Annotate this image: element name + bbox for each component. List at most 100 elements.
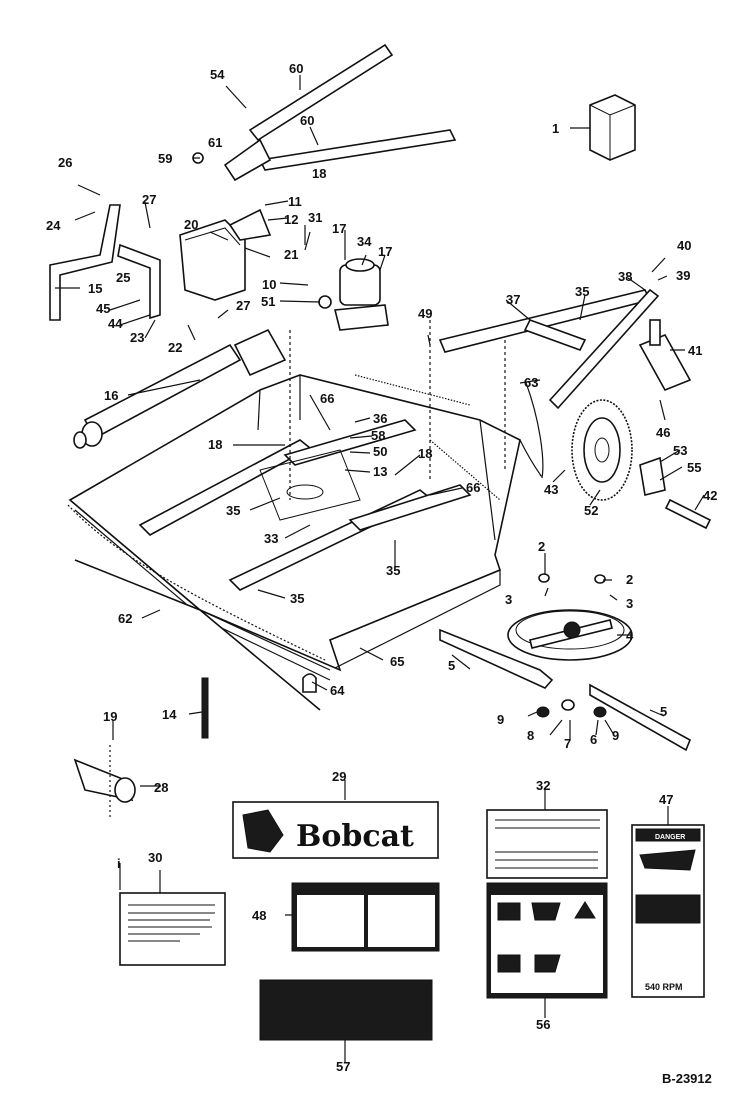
callout-33: 33 (264, 531, 278, 546)
callout-9b: 9 (612, 728, 619, 743)
callout-17: 17 (332, 221, 346, 236)
callout-24: 24 (46, 218, 61, 233)
leader-lines (55, 75, 705, 1062)
callout-52: 52 (584, 503, 598, 518)
callout-16: 16 (104, 388, 118, 403)
callout-17b: 17 (378, 244, 392, 259)
callout-35b: 35 (226, 503, 240, 518)
callout-37: 37 (506, 292, 520, 307)
callout-i: i (117, 856, 121, 871)
callout-55: 55 (687, 460, 701, 475)
callout-42: 42 (703, 488, 717, 503)
callout-64: 64 (330, 683, 345, 698)
decal-32 (486, 809, 608, 879)
callout-25: 25 (116, 270, 130, 285)
callout-32: 32 (536, 778, 550, 793)
callout-27b: 27 (236, 298, 250, 313)
callout-35: 35 (575, 284, 589, 299)
callout-10: 10 (262, 277, 276, 292)
danger-header: DANGER (655, 834, 685, 841)
callout-51: 51 (261, 294, 275, 309)
callout-22: 22 (168, 340, 182, 355)
callout-66: 66 (320, 391, 334, 406)
callout-61: 61 (208, 135, 222, 150)
callout-5b: 5 (660, 704, 667, 719)
callout-4: 4 (626, 628, 634, 643)
callout-63: 63 (524, 375, 538, 390)
blade-carrier (439, 573, 692, 752)
danger-rpm: 540 RPM (645, 982, 683, 992)
callout-30: 30 (148, 850, 162, 865)
logo-text: Bobcat (296, 819, 414, 854)
top-links (192, 43, 457, 182)
callout-28: 28 (154, 780, 168, 795)
hardware (73, 559, 321, 820)
callout-1: 1 (552, 121, 559, 136)
tail-wheel (571, 319, 712, 530)
callout-13: 13 (373, 464, 387, 479)
callout-38: 38 (618, 269, 632, 284)
callout-45: 45 (96, 301, 110, 316)
callout-15: 15 (88, 281, 102, 296)
callout-36: 36 (373, 411, 387, 426)
callout-40: 40 (677, 238, 691, 253)
callout-34: 34 (357, 234, 372, 249)
callout-35c: 35 (386, 563, 400, 578)
callout-21: 21 (284, 247, 298, 262)
callout-2: 2 (538, 539, 545, 554)
callout-29: 29 (332, 769, 346, 784)
callout-19: 19 (103, 709, 117, 724)
document-number: B-23912 (662, 1071, 712, 1086)
callout-44: 44 (108, 316, 123, 331)
mower-deck (67, 288, 660, 681)
decal-47-danger: DANGER 540 RPM (631, 824, 705, 998)
callout-2b: 2 (626, 572, 633, 587)
driveline-shaft (73, 328, 287, 449)
callout-59: 59 (158, 151, 172, 166)
callout-48: 48 (252, 908, 266, 923)
callout-46: 46 (656, 425, 670, 440)
callout-35d: 35 (290, 591, 304, 606)
callout-20: 20 (184, 217, 198, 232)
callout-3: 3 (505, 592, 512, 607)
callout-60: 60 (289, 61, 303, 76)
callout-41: 41 (688, 343, 702, 358)
callout-54: 54 (210, 67, 225, 82)
shield-and-brackets (49, 204, 272, 321)
decal-bobcat-logo: Bobcat (232, 801, 439, 859)
callout-62: 62 (118, 611, 132, 626)
callout-12: 12 (284, 212, 298, 227)
callout-labels: 1 2 2 3 3 4 5 5 6 7 8 9 9 10 11 12 13 14… (46, 61, 717, 1074)
callout-50: 50 (373, 444, 387, 459)
decal-57 (259, 979, 433, 1041)
callout-31: 31 (308, 210, 322, 225)
callout-9: 9 (497, 712, 504, 727)
callout-43: 43 (544, 482, 558, 497)
callout-60b: 60 (300, 113, 314, 128)
callout-11: 11 (288, 194, 302, 209)
callout-8: 8 (527, 728, 534, 743)
callout-3b: 3 (626, 596, 633, 611)
callout-18: 18 (312, 166, 326, 181)
callout-26: 26 (58, 155, 72, 170)
callout-39: 39 (676, 268, 690, 283)
callout-53: 53 (673, 443, 687, 458)
callout-56: 56 (536, 1017, 550, 1032)
callout-18c: 18 (418, 446, 432, 461)
callout-27: 27 (142, 192, 156, 207)
decal-48 (291, 882, 440, 952)
callout-5: 5 (448, 658, 455, 673)
callout-7: 7 (564, 736, 571, 751)
decal-30 (119, 892, 226, 966)
callout-47: 47 (659, 792, 673, 807)
gearbox (318, 258, 389, 331)
callout-18b: 18 (208, 437, 222, 452)
callout-57: 57 (336, 1059, 350, 1074)
callout-23: 23 (130, 330, 144, 345)
callout-58: 58 (371, 428, 385, 443)
callout-65: 65 (390, 654, 404, 669)
callout-14: 14 (162, 707, 177, 722)
callout-66b: 66 (466, 480, 480, 495)
callout-49: 49 (418, 306, 432, 321)
